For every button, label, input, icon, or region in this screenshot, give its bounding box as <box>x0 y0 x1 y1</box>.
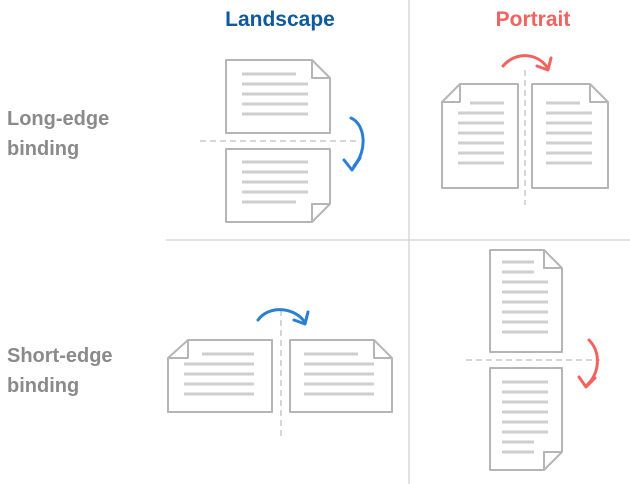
column-heading-landscape: Landscape <box>225 8 335 31</box>
flip-arrow-icon <box>256 308 310 326</box>
row-heading-long-edge-line2: binding <box>7 138 80 160</box>
portrait-short-edge-cell <box>466 249 600 471</box>
portrait-long-edge-cell <box>441 54 609 205</box>
document-page-icon <box>531 83 609 189</box>
document-page-icon <box>225 148 331 223</box>
document-page-icon <box>441 83 519 189</box>
row-heading-short-edge-line2: binding <box>7 375 80 397</box>
flip-arrow-icon <box>577 338 599 389</box>
landscape-long-edge-cell <box>200 59 365 223</box>
row-heading-long-edge-line1: Long-edge <box>7 108 110 130</box>
flip-arrow-icon <box>501 54 553 72</box>
row-heading-short-edge: Short-edge binding <box>7 341 113 401</box>
landscape-short-edge-cell <box>167 308 393 440</box>
row-heading-short-edge-line1: Short-edge <box>7 345 113 367</box>
flip-arrow-icon <box>342 116 365 172</box>
document-page-icon <box>167 339 273 413</box>
document-page-icon <box>489 249 563 353</box>
document-page-icon <box>289 339 393 413</box>
row-heading-long-edge: Long-edge binding <box>7 104 109 164</box>
column-heading-portrait: Portrait <box>495 8 571 31</box>
document-page-icon <box>489 367 563 471</box>
document-page-icon <box>225 59 331 134</box>
